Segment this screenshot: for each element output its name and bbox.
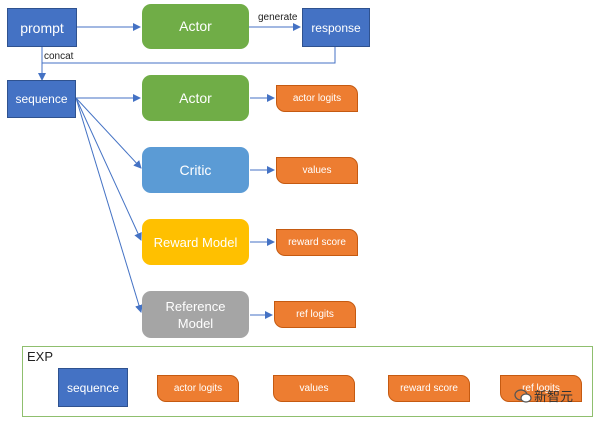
legend-reward-score-label: reward score bbox=[400, 383, 458, 394]
prompt-label: prompt bbox=[20, 19, 64, 36]
legend-actor-logits: actor logits bbox=[157, 375, 239, 402]
legend-reward-score: reward score bbox=[388, 375, 470, 402]
reward-model-label: Reward Model bbox=[153, 234, 238, 250]
reward-model-node: Reward Model bbox=[142, 219, 249, 265]
legend-values: values bbox=[273, 375, 355, 402]
response-node: response bbox=[302, 8, 370, 47]
actor-generate-node: Actor bbox=[142, 4, 249, 49]
legend-values-label: values bbox=[299, 383, 329, 394]
edge-sequence-reward bbox=[75, 97, 142, 241]
actor-generate-label: Actor bbox=[179, 18, 212, 34]
response-label: response bbox=[311, 20, 361, 35]
values-output: values bbox=[276, 157, 358, 184]
edge-sequence-critic bbox=[75, 97, 142, 169]
exp-legend-title: EXP bbox=[27, 349, 54, 364]
reference-model-label-line2: Model bbox=[177, 315, 214, 331]
prompt-node: prompt bbox=[7, 8, 77, 47]
sequence-label: sequence bbox=[15, 92, 68, 106]
reference-model-label-line1: Reference bbox=[165, 298, 226, 314]
actor-label: Actor bbox=[179, 89, 212, 106]
actor-logits-output: actor logits bbox=[276, 85, 358, 112]
legend-ref-logits-label: ref logits bbox=[522, 383, 560, 394]
legend-ref-logits: ref logits bbox=[500, 375, 582, 402]
reference-model-node: Reference Model bbox=[142, 291, 249, 338]
critic-label: Critic bbox=[179, 161, 212, 178]
watermark: 新智元 bbox=[514, 386, 573, 405]
legend-sequence-label: sequence bbox=[66, 380, 120, 395]
legend-actor-logits-label: actor logits bbox=[173, 383, 223, 394]
values-label: values bbox=[302, 165, 332, 176]
critic-node: Critic bbox=[142, 147, 249, 193]
actor-node: Actor bbox=[142, 75, 249, 121]
reward-score-output: reward score bbox=[276, 229, 358, 256]
concat-edge-label: concat bbox=[44, 51, 74, 62]
ref-logits-label: ref logits bbox=[296, 309, 334, 320]
sequence-node: sequence bbox=[7, 80, 76, 118]
edge-concat bbox=[42, 47, 336, 64]
actor-logits-label: actor logits bbox=[292, 93, 342, 104]
generate-edge-label: generate bbox=[258, 12, 298, 23]
exp-legend-box bbox=[22, 346, 593, 417]
ref-logits-output: ref logits bbox=[274, 301, 356, 328]
watermark-text: 新智元 bbox=[534, 389, 574, 404]
wechat-icon bbox=[514, 388, 532, 403]
edge-sequence-reference bbox=[75, 97, 143, 313]
legend-sequence: sequence bbox=[58, 368, 128, 407]
reward-score-label: reward score bbox=[288, 237, 346, 248]
